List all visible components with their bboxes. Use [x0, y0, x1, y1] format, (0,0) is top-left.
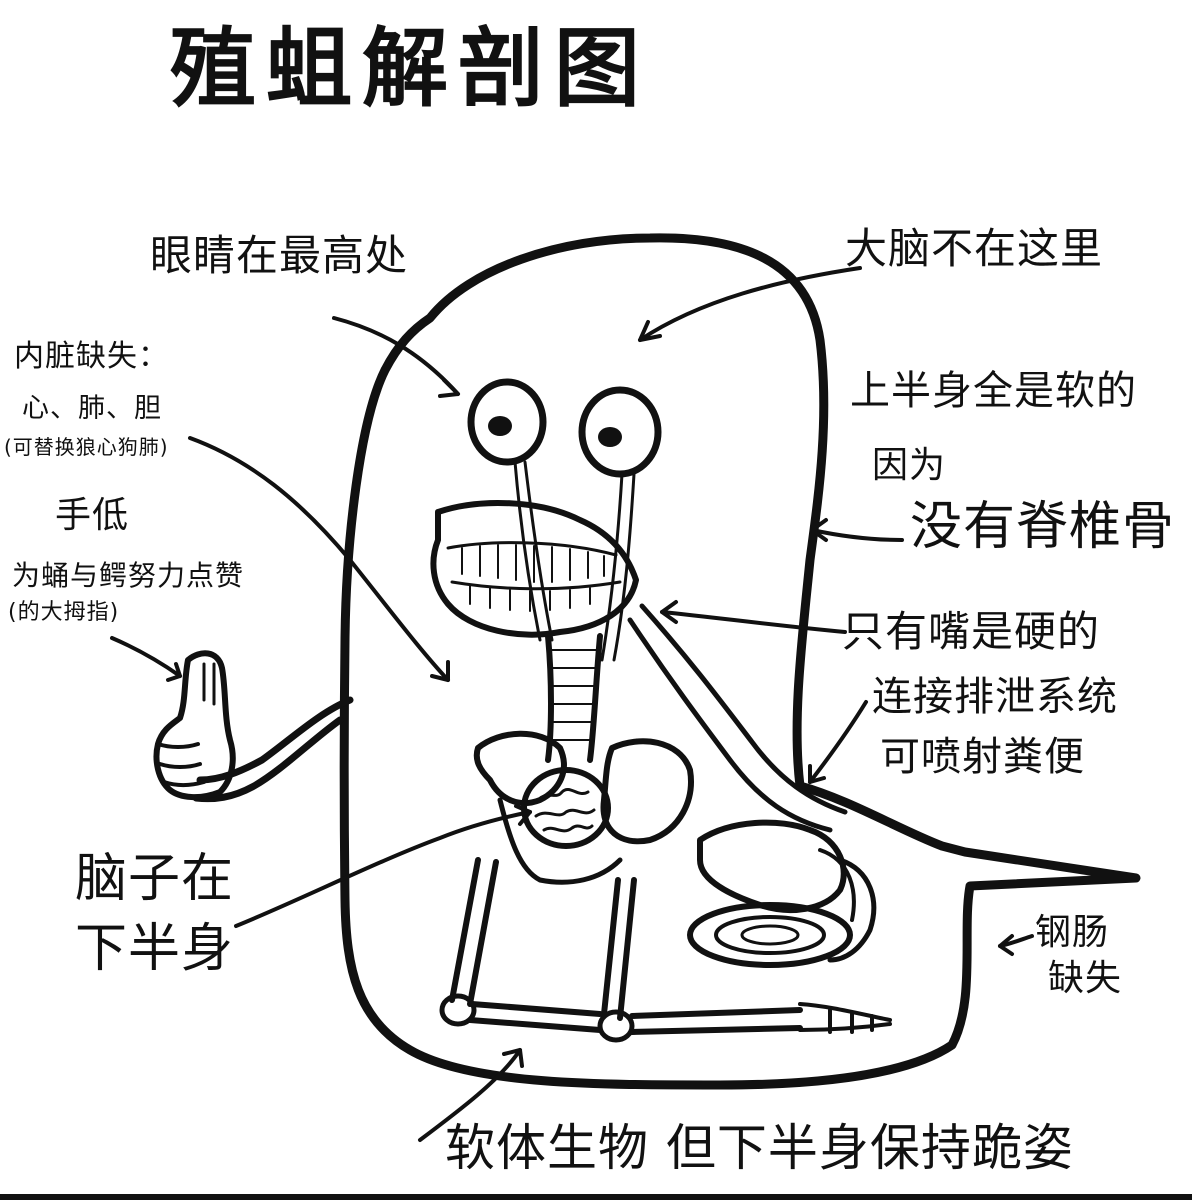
pelvis: [473, 730, 694, 885]
label-intestine-line2: 缺失: [1048, 958, 1123, 999]
label-thumbs-note-line1: 为蛹与鳄努力点赞: [12, 559, 245, 592]
arrow-thumbs: [110, 636, 182, 678]
label-because: 因为: [872, 445, 947, 486]
arrow-brain: [638, 266, 862, 342]
left-eye: [467, 378, 547, 466]
label-brain-not-here: 大脑不在这里: [845, 224, 1104, 273]
label-soft-upper-body: 上半身全是软的: [850, 368, 1137, 414]
label-excretion-line2: 可喷射粪便: [880, 734, 1085, 780]
label-thumbs-note-line2: (的大拇指): [8, 600, 120, 625]
arrow-excretion: [808, 700, 868, 784]
label-organs-note: (可替换狼心狗肺): [4, 435, 169, 459]
label-soft-body: 软体生物 但下半身保持跪姿: [445, 1119, 1074, 1177]
label-mouth-hard: 只有嘴是硬的: [842, 607, 1101, 656]
spine: [545, 633, 603, 763]
label-eyes: 眼睛在最高处: [150, 231, 409, 280]
label-organs-list: 心、肺、胆: [22, 393, 162, 424]
arrows: [110, 266, 1034, 1142]
arrow-organs: [188, 436, 450, 682]
arrow-soft-body: [418, 1048, 522, 1142]
label-organs-missing: 内脏缺失：: [14, 339, 169, 374]
label-intestine-line1: 钢肠: [1035, 912, 1110, 953]
bottom-border: [0, 1194, 1192, 1200]
lower-brain: [521, 767, 611, 849]
legs: [439, 857, 892, 1043]
excretion-tube: [627, 603, 848, 833]
right-eye-stalk: [600, 472, 636, 662]
label-thumbs: 手低: [55, 495, 130, 536]
intestines: [687, 819, 877, 968]
arrow-mouth: [660, 610, 847, 634]
left-eye-stalk: [513, 460, 554, 642]
thumbs-up-hand: [153, 650, 354, 803]
label-no-spine: 没有脊椎骨: [910, 497, 1176, 557]
label-brain-lower-line2: 下半身: [75, 919, 235, 979]
page-title: 殖蛆解剖图: [170, 19, 650, 119]
label-brain-lower-line1: 脑子在: [75, 849, 235, 909]
arrow-brain-lower: [234, 810, 532, 928]
mouth: [430, 500, 639, 638]
right-eye: [578, 386, 662, 478]
label-excretion-line1: 连接排泄系统: [872, 674, 1118, 720]
body-outline: [339, 233, 1141, 1090]
arrow-spine: [810, 528, 904, 542]
